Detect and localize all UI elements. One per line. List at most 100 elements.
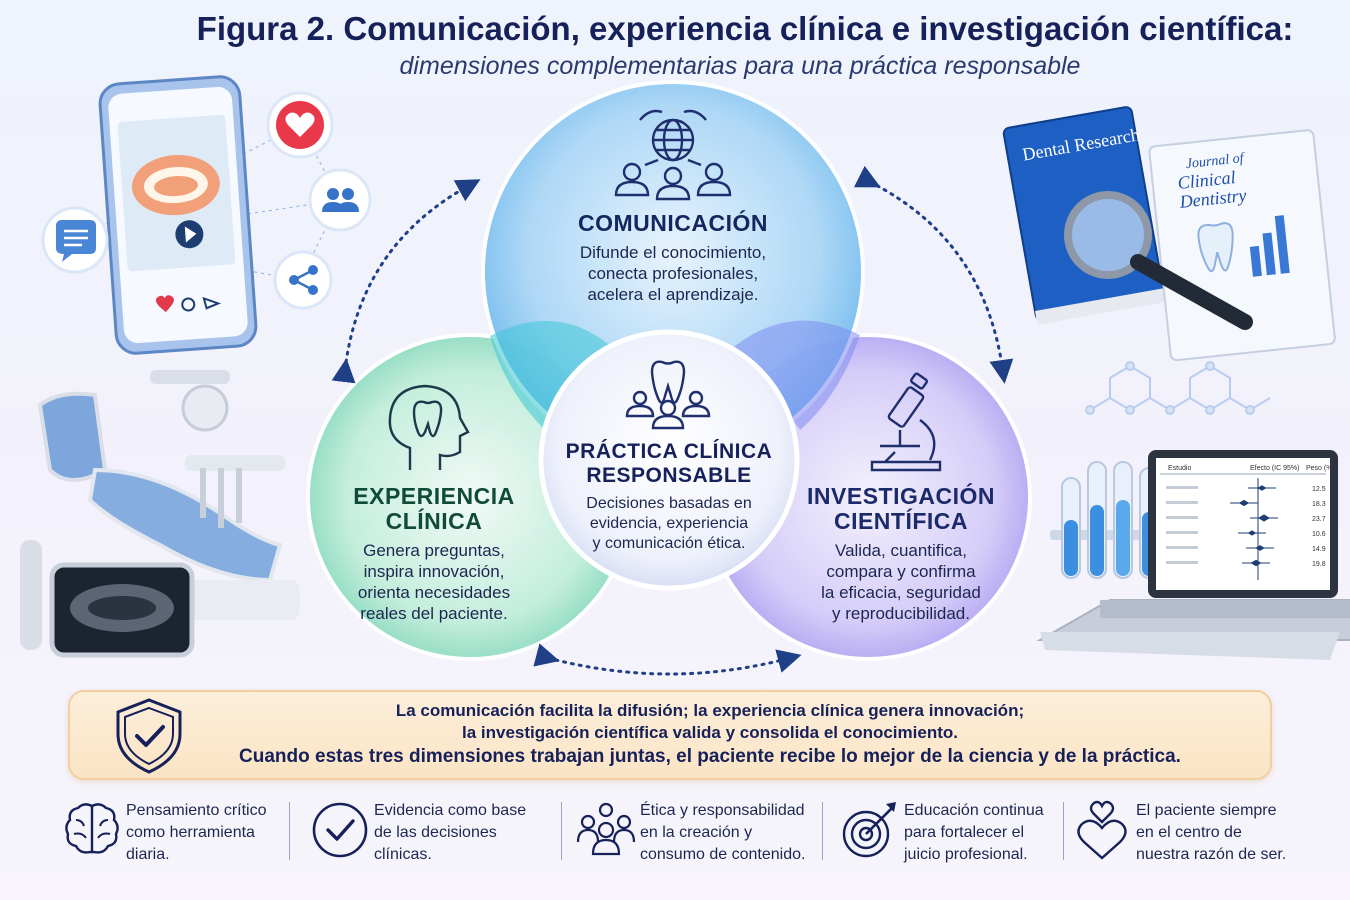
experiencia-line-4: reales del paciente. [360, 604, 508, 623]
magnifier-icon [1064, 191, 1152, 279]
circle-center [538, 329, 800, 591]
arrow-right-top [853, 165, 1014, 384]
experiencia-heading-1: EXPERIENCIA [353, 483, 515, 509]
dental-chair-illustration [20, 370, 300, 658]
banner-line-3: Cuando estas tres dimensiones trabajan j… [239, 746, 1181, 767]
investigacion-line-1: Valida, cuantifica, [835, 541, 967, 560]
arrow-bottom [533, 643, 802, 676]
venn-diagram [306, 80, 1032, 661]
experiencia-line-1: Genera preguntas, [363, 541, 505, 560]
brain-icon [65, 803, 119, 854]
microscope-icon [870, 372, 942, 472]
share-bubble-icon [273, 250, 333, 310]
banner-line-2: la investigación científica valida y con… [462, 723, 958, 742]
forest-col-weight: Peso (%) [1306, 465, 1335, 472]
globe-people-icon [614, 109, 732, 201]
footer-1-line-3: diaria. [126, 846, 170, 863]
forest-weight-label: 23.7 [1312, 516, 1326, 523]
investigacion-heading-2: CIENTÍFICA [833, 508, 969, 534]
forest-weight-label: 18.3 [1312, 501, 1326, 508]
forest-study-label [1166, 501, 1198, 504]
hearts-icon [1077, 800, 1127, 860]
investigacion-line-2: compara y confirma [826, 562, 976, 581]
lab-illustration: Estudio Efecto (IC 95%) Peso (%) 12.5 18.… [1036, 361, 1350, 660]
forest-col-effect: Efecto (IC 95%) [1250, 465, 1299, 472]
forest-point [1247, 530, 1257, 536]
overlap-blue-green [490, 320, 615, 430]
footer-2-line-2: de las decisiones [374, 824, 497, 841]
experiencia-block: EXPERIENCIA CLÍNICA Genera preguntas, in… [327, 484, 541, 624]
head-tooth-icon [388, 384, 470, 470]
center-line-2: evidencia, experiencia [589, 515, 749, 532]
footer-5-line-2: en el centro de [1136, 824, 1242, 841]
people-group-icon [576, 802, 636, 856]
page-subtitle: dimensiones complementarias para una prá… [399, 52, 1081, 80]
banner-line-1: La comunicación facilita la difusión; la… [395, 701, 1025, 720]
forest-point [1257, 485, 1267, 491]
laptop-icon: Estudio Efecto (IC 95%) Peso (%) 12.5 18.… [1036, 450, 1350, 660]
footer-separator [561, 802, 562, 860]
footer-3-line-2: en la creación y [640, 824, 753, 841]
footer-2-line-3: clínicas. [374, 846, 432, 863]
footer-4-line-1: Educación continua [904, 802, 1044, 819]
check-circle-icon [312, 802, 368, 858]
experiencia-line-2: inspira innovación, [363, 562, 505, 581]
investigacion-block: INVESTIGACIÓN CIENTÍFICA Valida, cuantif… [786, 484, 1016, 624]
footer-3-line-3: consumo de contenido. [640, 846, 806, 863]
forest-study-label [1166, 531, 1198, 534]
page-title: Figura 2. Comunicación, experiencia clín… [196, 10, 1294, 47]
target-icon [842, 802, 896, 858]
forest-study-label [1166, 561, 1198, 564]
connector-arrows [331, 165, 1014, 676]
tooth-people-icon [625, 360, 711, 430]
forest-point [1258, 514, 1270, 522]
center-line-1: Decisiones basadas en [586, 495, 752, 512]
investigacion-line-3: la eficacia, seguridad [821, 583, 981, 602]
footer-5-line-3: nuestra razón de ser. [1136, 846, 1287, 863]
forest-weight-label: 19.8 [1312, 561, 1326, 568]
shield-check-icon [116, 698, 182, 774]
footer-text-educacion: Educación continua para fortalecer el ju… [904, 800, 1094, 866]
center-line-3: y comunicación ética. [592, 535, 746, 552]
forest-col-study: Estudio [1168, 465, 1191, 472]
center-block: PRÁCTICA CLÍNICA RESPONSABLE Decisiones … [556, 440, 782, 554]
experiencia-description: Genera preguntas, inspira innovación, or… [327, 540, 541, 624]
comunicacion-description: Difunde el conocimiento, conecta profesi… [523, 242, 823, 305]
summary-banner: La comunicación facilita la difusión; la… [68, 690, 1272, 780]
comunicacion-line-3: acelera el aprendizaje. [587, 285, 759, 304]
footer-separator [289, 802, 290, 860]
forest-point [1255, 545, 1265, 551]
footer-4-line-3: juicio profesional. [904, 846, 1028, 863]
center-heading-1: PRÁCTICA CLÍNICA [565, 440, 773, 463]
experiencia-heading-2: CLÍNICA [385, 508, 483, 534]
forest-weight-label: 14.9 [1312, 546, 1326, 553]
phone-icon [98, 75, 258, 355]
footer-1-line-1: Pensamiento crítico [126, 802, 267, 819]
experiencia-line-3: orienta necesidades [357, 583, 511, 602]
overlap-blue-purple [730, 320, 860, 430]
footer-4-line-2: para fortalecer el [904, 824, 1025, 841]
comunicacion-line-1: Difunde el conocimiento, [579, 243, 767, 262]
test-tubes [1061, 461, 1159, 579]
journals-illustration: Dental Research Journal of Clinical Dent… [1002, 106, 1336, 362]
social-media-illustration [41, 75, 372, 355]
footer-text-evidencia: Evidencia como base de las decisiones cl… [374, 800, 564, 866]
footer-3-line-1: Ética y responsabilidad [640, 802, 805, 819]
comunicacion-block: COMUNICACIÓN Difunde el conocimiento, co… [523, 211, 823, 305]
journal-title-line-1: Journal of [1185, 151, 1246, 172]
users-bubble-icon [308, 168, 372, 232]
center-description: Decisiones basadas en evidencia, experie… [556, 494, 782, 554]
footer-1-line-2: como herramienta [126, 824, 255, 841]
investigacion-heading-1: INVESTIGACIÓN [807, 483, 995, 509]
forest-weight-label: 12.5 [1312, 486, 1326, 493]
footer-text-paciente: El paciente siempre en el centro de nues… [1136, 800, 1326, 866]
forest-weight-label: 10.6 [1312, 531, 1326, 538]
footer-text-pensamiento: Pensamiento crítico como herramienta dia… [126, 800, 316, 866]
footer-separator [1063, 802, 1064, 860]
banner-text: La comunicación facilita la difusión; la… [200, 700, 1220, 770]
comunicacion-line-2: conecta profesionales, [587, 264, 759, 283]
forest-study-label [1166, 546, 1198, 549]
investigacion-line-4: y reproducibilidad. [832, 604, 970, 623]
footer-text-etica: Ética y responsabilidad en la creación y… [640, 800, 830, 866]
